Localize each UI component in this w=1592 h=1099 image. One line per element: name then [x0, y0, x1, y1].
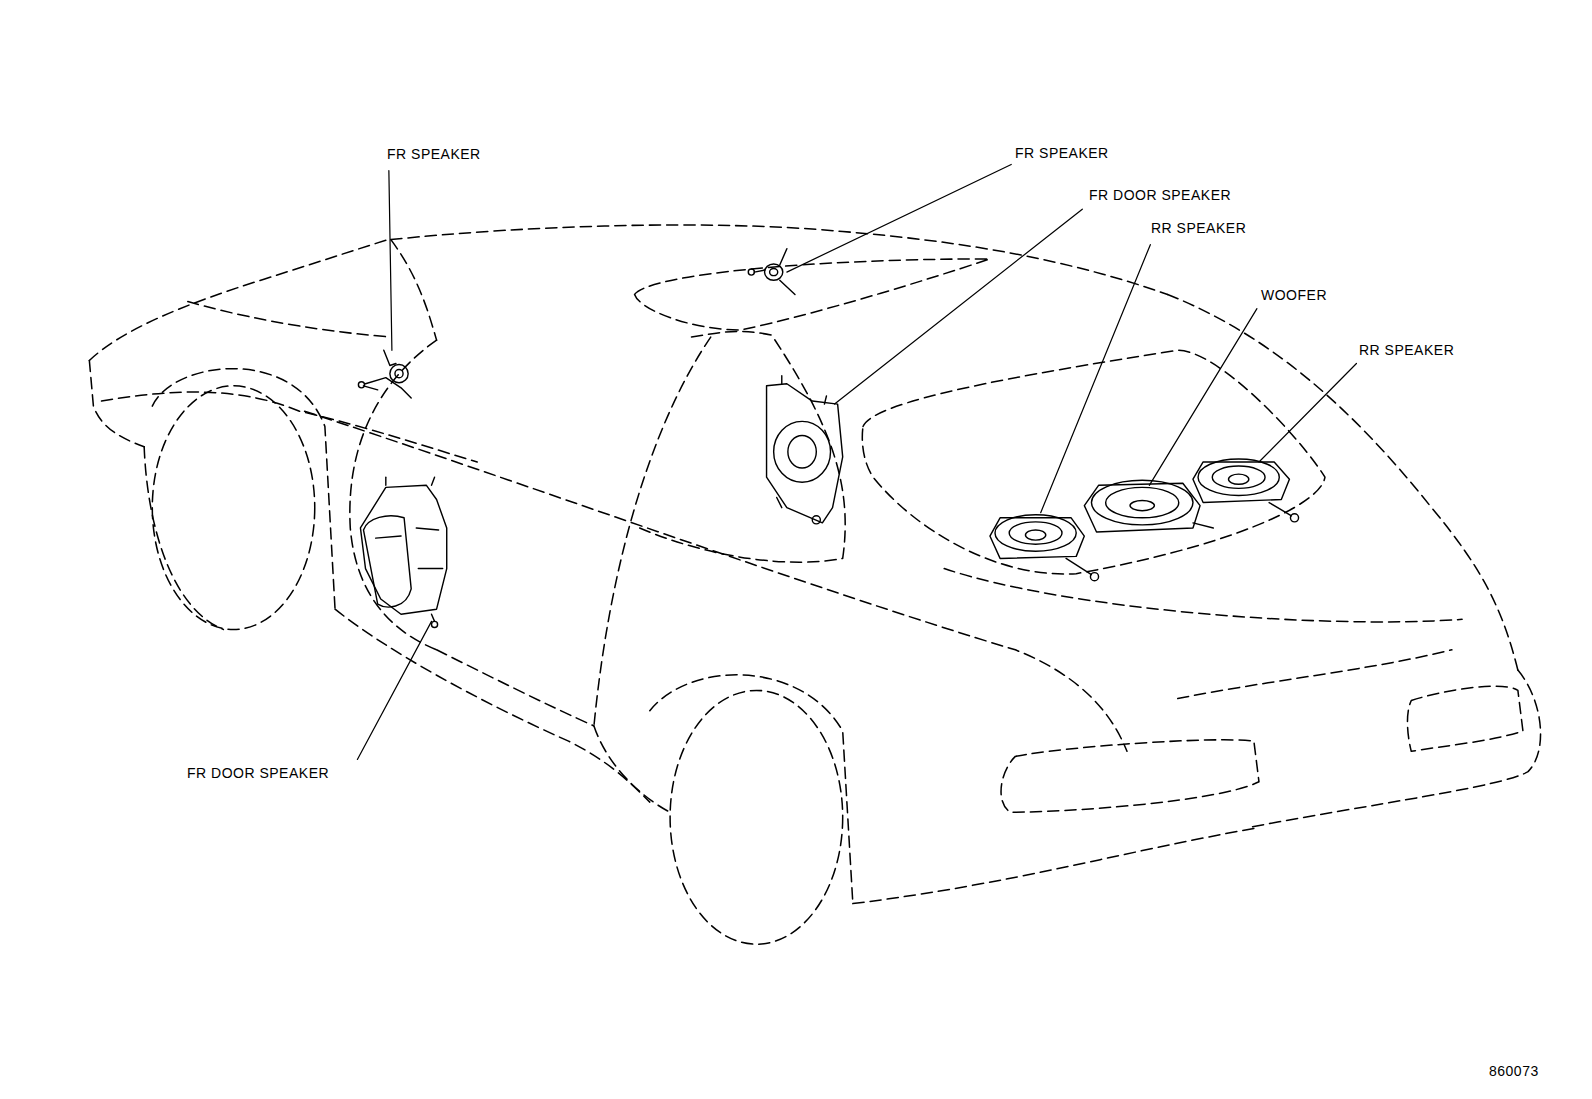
part-label: RR SPEAKER [1150, 220, 1247, 236]
part-label: FR DOOR SPEAKER [1088, 187, 1232, 203]
part-label: FR DOOR SPEAKER [186, 765, 330, 781]
speaker-parts [358, 249, 1298, 628]
rear-speaker-2 [1193, 459, 1299, 522]
door-speaker-right [767, 376, 843, 524]
part-label: WOOFER [1260, 287, 1328, 303]
part-label: FR SPEAKER [386, 146, 482, 162]
door-speaker-left [360, 477, 446, 627]
car-body-outline [89, 225, 1540, 944]
woofer [1084, 480, 1213, 532]
tweeter-left [358, 350, 411, 398]
part-label: RR SPEAKER [1358, 342, 1455, 358]
rear-speaker-1 [990, 515, 1099, 581]
leader-lines [357, 164, 1356, 759]
figure-number: 860073 [1488, 1063, 1540, 1079]
part-label: FR SPEAKER [1014, 145, 1110, 161]
